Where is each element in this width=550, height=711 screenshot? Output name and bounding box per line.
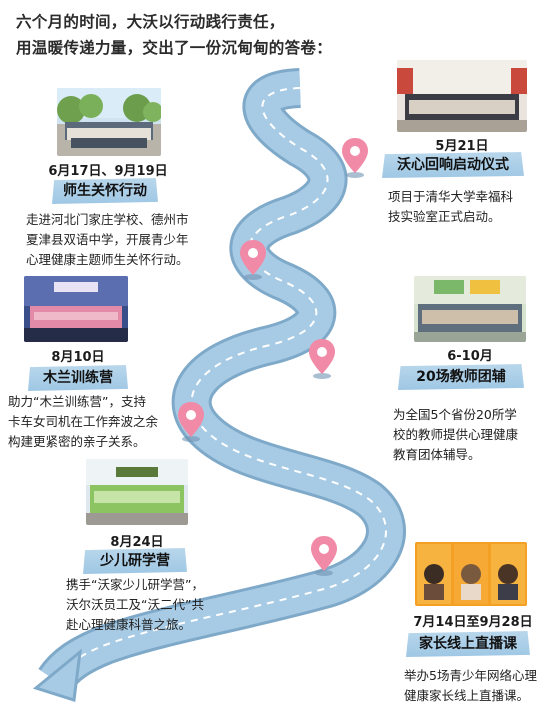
- event-title-tag: 沃心回响启动仪式: [382, 152, 524, 178]
- location-pin-icon: [309, 339, 335, 379]
- event-description: 走进河北门家庄学校、德州市 夏津县双语中学，开展青少年 心理健康主题师生关怀行动…: [26, 212, 189, 267]
- event-title-tag: 木兰训练营: [28, 365, 128, 391]
- event-title-tag: 师生关怀行动: [52, 178, 158, 204]
- event-description: 举办5场青少年网络心理 健康家长线上直播课。: [404, 668, 537, 703]
- intro-text: 六个月的时间，大沃以行动践行责任， 用温暖传递力量，交出了一份沉甸甸的答卷：: [16, 9, 332, 61]
- event-title-tag: 20场教师团辅: [398, 364, 524, 390]
- teacher-group-photo: [414, 276, 526, 342]
- location-pin-icon: [240, 240, 266, 280]
- event-date: 5月21日: [435, 139, 489, 154]
- event-date: 6-10月: [447, 349, 493, 364]
- livestream-posters: [415, 542, 527, 606]
- event-description: 为全国5个省份20所学 校的教师提供心理健康 教育团体辅导。: [393, 407, 519, 462]
- event-description: 携手“沃家少儿研学营”， 沃尔沃员工及“沃二代”共 赴心理健康科普之旅。: [66, 577, 204, 632]
- road-center-line: [54, 87, 387, 681]
- camp-group-photo: [24, 276, 128, 342]
- event-description: 助力“木兰训练营”，支持 卡车女司机在工作奔波之余 构建更紧密的亲子关系。: [8, 394, 159, 449]
- event-date: 8月10日: [51, 350, 105, 365]
- event-date: 6月17日、9月19日: [48, 164, 168, 179]
- road-arrow-head: [32, 648, 82, 702]
- event-title-tag: 家长线上直播课: [406, 631, 530, 657]
- group-outdoor-photo: [57, 88, 161, 156]
- event-date: 7月14日至9月28日: [413, 615, 533, 630]
- children-camp-photo: [86, 459, 188, 525]
- location-pin-icon: [311, 536, 337, 576]
- event-title-tag: 少儿研学营: [83, 548, 187, 574]
- location-pin-icon: [178, 402, 204, 442]
- launch-ceremony-photo: [397, 60, 527, 132]
- intro-line-1: 六个月的时间，大沃以行动践行责任，: [16, 13, 285, 31]
- event-description: 项目于清华大学幸福科 技实验室正式启动。: [388, 189, 514, 224]
- location-pin-icon: [342, 138, 368, 178]
- intro-line-2: 用温暖传递力量，交出了一份沉甸甸的答卷：: [16, 39, 333, 57]
- event-date: 8月24日: [110, 535, 164, 550]
